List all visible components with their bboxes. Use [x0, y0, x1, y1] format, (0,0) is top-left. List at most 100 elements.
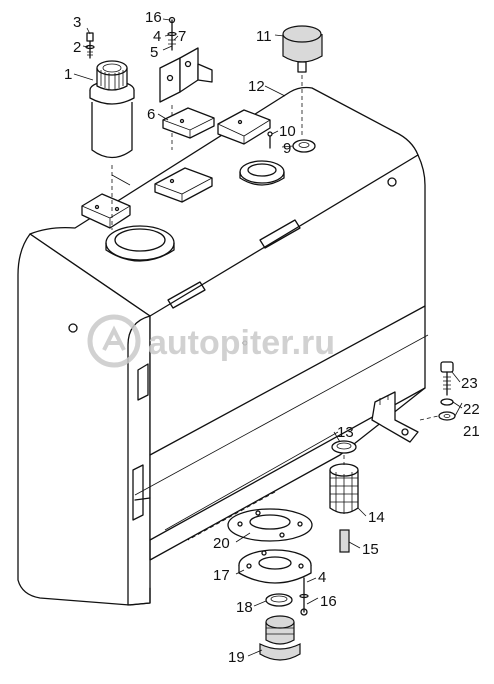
leader-14	[357, 507, 367, 517]
watermark-logo-ring	[87, 314, 141, 368]
callout-12: 12	[248, 78, 265, 95]
bolt-axis	[419, 415, 439, 421]
cap-top	[282, 25, 322, 43]
tank-clip-2	[259, 219, 301, 249]
tank-left-face	[17, 233, 151, 606]
bracket-bolt-washer	[167, 31, 177, 37]
tank-side-bracket-2	[132, 464, 144, 521]
leader-23	[451, 371, 461, 383]
leader-7	[173, 35, 179, 41]
callout-10: 10	[279, 123, 296, 140]
seal-18-inner	[270, 595, 288, 603]
bracket-hole-1	[166, 74, 174, 82]
cap-nut	[297, 61, 307, 73]
filler-opening	[114, 228, 166, 252]
screw-thread	[87, 51, 93, 56]
plug-19-top	[265, 615, 295, 629]
filter-neck-part	[89, 60, 135, 230]
callout-21: 21	[463, 423, 480, 440]
strainer-part-13-15	[329, 440, 359, 553]
filter-cap-ribs	[100, 70, 124, 89]
leader-15	[348, 541, 361, 549]
callout-1: 1	[64, 66, 72, 83]
leader-lines	[73, 18, 463, 657]
top-fittings	[81, 109, 285, 262]
callout-13: 13	[337, 424, 354, 441]
leader-20	[235, 532, 251, 543]
leader-13	[333, 431, 341, 443]
pad-left-hole-2	[114, 206, 120, 212]
bracket-foot	[197, 63, 213, 83]
callout-labels: 3 2 1 16 4 7 5 6 11 12 10 9 23 22 21 13 …	[64, 9, 480, 666]
callout-5: 5	[150, 44, 158, 61]
tank-right-face	[149, 154, 426, 541]
callout-9: 9	[283, 140, 291, 157]
washer-21-inner	[443, 414, 451, 418]
pad-right-hole	[237, 119, 243, 125]
screw-head	[86, 32, 94, 42]
pad-center	[154, 167, 213, 203]
tank-seam-lower	[134, 334, 429, 496]
tank-seam-upper	[149, 305, 426, 456]
callout-20: 20	[213, 535, 230, 552]
leader-19	[247, 649, 263, 657]
tank-bolt-right	[387, 177, 397, 187]
pad-right	[217, 109, 271, 145]
leader-21	[454, 402, 463, 417]
pad-part-6	[162, 107, 215, 139]
tank-clip-1	[167, 281, 206, 309]
watermark-text: autopiter.ru	[148, 324, 335, 362]
filter-cap-top	[96, 60, 128, 76]
bracket-bolt-thread	[168, 39, 176, 45]
leader-4b	[306, 577, 317, 583]
leader-9	[281, 145, 294, 148]
plug-19-rings	[266, 627, 294, 635]
tank-bottom-strip	[164, 431, 339, 531]
leader-4a	[164, 34, 171, 37]
bracket-riser	[179, 47, 199, 93]
bracket-part	[159, 16, 213, 150]
callout-7: 7	[178, 28, 186, 45]
bolt-part-21-23	[419, 361, 456, 421]
bracket-hole-2	[184, 60, 192, 68]
bolt-head-23	[440, 361, 454, 373]
callout-4a: 4	[153, 28, 161, 45]
leader-1	[73, 73, 94, 81]
filter-guide	[111, 174, 131, 186]
callout-11: 11	[256, 28, 272, 45]
leader-16a	[162, 18, 171, 21]
pad-left-hole-1	[94, 204, 100, 210]
filter-cap-inner	[102, 63, 122, 73]
flange-20-bore	[249, 514, 291, 530]
drain-assembly	[187, 491, 313, 661]
watermark: autopiter.ru	[87, 314, 335, 368]
tank-foot-detail	[379, 396, 389, 405]
callout-16b: 16	[320, 593, 337, 610]
flange-20-hole-1	[237, 521, 243, 527]
bolt-4-16-nut	[300, 608, 308, 616]
leader-3	[86, 27, 91, 35]
pad-left-edges	[81, 205, 131, 228]
filler-opening-rim	[105, 242, 175, 262]
tank-bolt-center	[242, 340, 248, 346]
watermark-logo-mark	[102, 325, 126, 351]
tank-foot-left	[127, 587, 151, 606]
callout-3: 3	[73, 14, 81, 31]
cap-part-11	[282, 25, 323, 135]
pad-right-edges	[217, 119, 271, 144]
pad-6-edges	[162, 117, 215, 138]
washer-9-inner	[298, 142, 310, 148]
pad-6-block	[162, 107, 215, 139]
flange-20-hole-4	[279, 532, 285, 538]
flange-17-rim	[238, 565, 312, 584]
flange-17-hole-1	[246, 563, 252, 569]
callout-18: 18	[236, 599, 253, 616]
leader-16b	[306, 597, 319, 605]
filter-body	[91, 102, 133, 159]
pad-6-hole	[179, 118, 185, 124]
leader-11	[274, 34, 285, 37]
leader-5	[162, 45, 173, 51]
callout-2: 2	[73, 39, 81, 56]
leader-18	[253, 600, 267, 607]
flange-17-hole-3	[261, 550, 267, 556]
